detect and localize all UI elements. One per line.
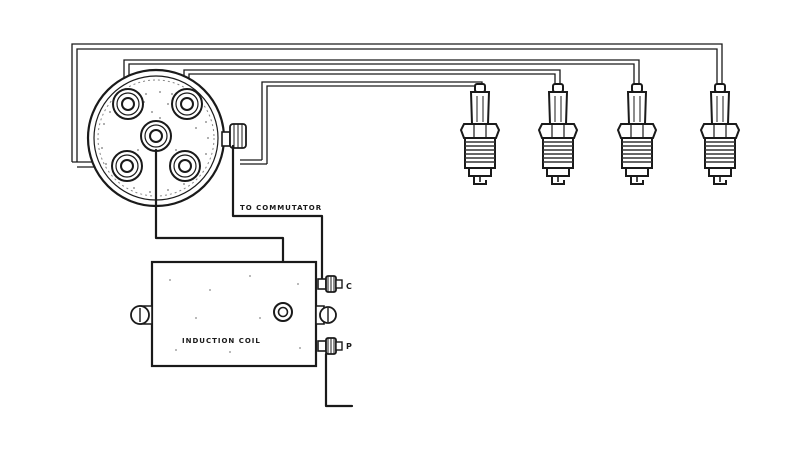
distributor-terminal-1 <box>112 88 144 120</box>
distributor-terminal-2 <box>171 88 203 120</box>
spark-plug-icon <box>538 83 578 185</box>
spark-plug-icon <box>700 83 740 185</box>
terminal-p-label: P <box>346 342 353 351</box>
spark-plug-icon <box>617 83 657 185</box>
commutator-lead <box>231 144 324 286</box>
distributor-terminal-3 <box>111 150 143 182</box>
primary-lead <box>324 352 354 408</box>
coil-mount-screw-right <box>315 305 337 325</box>
coil-mount-screw-left <box>130 305 153 325</box>
commutator-label: TO COMMUTATOR <box>240 204 322 212</box>
spark-plug-icon <box>460 83 500 185</box>
terminal-c-label: C <box>346 282 353 291</box>
induction-coil-icon: INDUCTION COIL <box>130 260 337 368</box>
ht-cable-plug-1 <box>240 81 483 165</box>
distributor-side-terminal <box>221 123 247 149</box>
coil-terminal-p <box>317 337 343 355</box>
distributor-terminal-4 <box>169 150 201 182</box>
coil-label: INDUCTION COIL <box>182 337 261 345</box>
coil-terminal-c <box>317 275 343 293</box>
ht-cable-plug-2 <box>183 69 561 88</box>
distributor-icon <box>86 68 247 208</box>
ht-cable-plug-4 <box>71 43 723 162</box>
distributor-center-terminal <box>140 120 172 152</box>
